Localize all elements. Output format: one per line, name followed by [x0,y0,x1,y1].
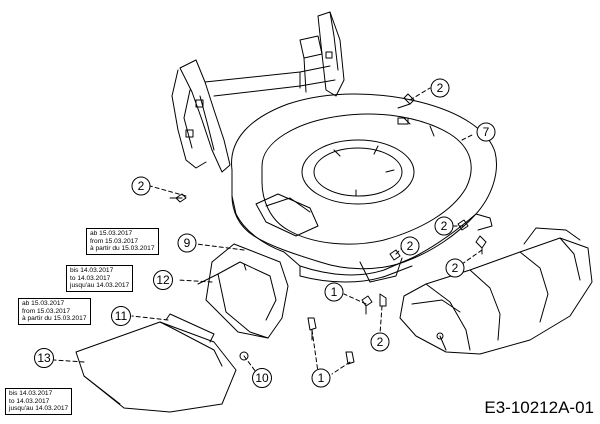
callout-12: 12 [153,270,173,290]
svg-text:1: 1 [331,285,338,299]
deck-housing [231,93,497,283]
svg-text:11: 11 [115,309,128,323]
callout-1: 1 [311,368,331,388]
svg-text:13: 13 [37,351,51,365]
rear-flap-13 [75,313,237,413]
svg-text:9: 9 [184,236,191,250]
callout-7: 7 [476,122,496,142]
callout-2: 2 [445,258,465,278]
callout-10: 10 [252,368,272,388]
svg-text:2: 2 [138,179,145,193]
callout-2: 2 [434,216,454,236]
svg-text:10: 10 [255,371,269,385]
svg-text:2: 2 [407,239,414,253]
callout-11: 11 [111,306,131,326]
validity-note-item-11: ab 15.03.2017 from 15.03.2017 à partir d… [18,298,91,325]
callouts: 2 7 2 2 2 2 9 12 1 2 11 13 10 1 [34,78,496,388]
rear-flap-9 [197,243,289,339]
drawing-code: E3-10212A-01 [484,398,594,417]
callout-9: 9 [177,233,197,253]
validity-note-item-12: bis 14.03.2017 to 14.03.2017 jusqu'au 14… [66,265,134,292]
svg-text:2: 2 [377,335,384,349]
svg-text:12: 12 [156,273,170,287]
svg-text:2: 2 [452,261,459,275]
callout-2: 2 [131,176,151,196]
callout-2: 2 [370,332,390,352]
callout-1: 1 [324,282,344,302]
svg-text:2: 2 [441,219,448,233]
callout-13: 13 [34,348,54,368]
validity-note-item-9: ab 15.03.2017 from 15.03.2017 à partir d… [86,228,159,255]
svg-text:1: 1 [318,371,325,385]
handle-bracket [171,11,345,173]
callout-2: 2 [400,236,420,256]
callout-2: 2 [430,78,450,98]
grass-catcher-frame [399,227,593,355]
validity-note-item-13: bis 14.03.2017 to 14.03.2017 jusqu'au 14… [5,388,73,415]
svg-text:2: 2 [437,81,444,95]
svg-text:7: 7 [483,125,490,139]
